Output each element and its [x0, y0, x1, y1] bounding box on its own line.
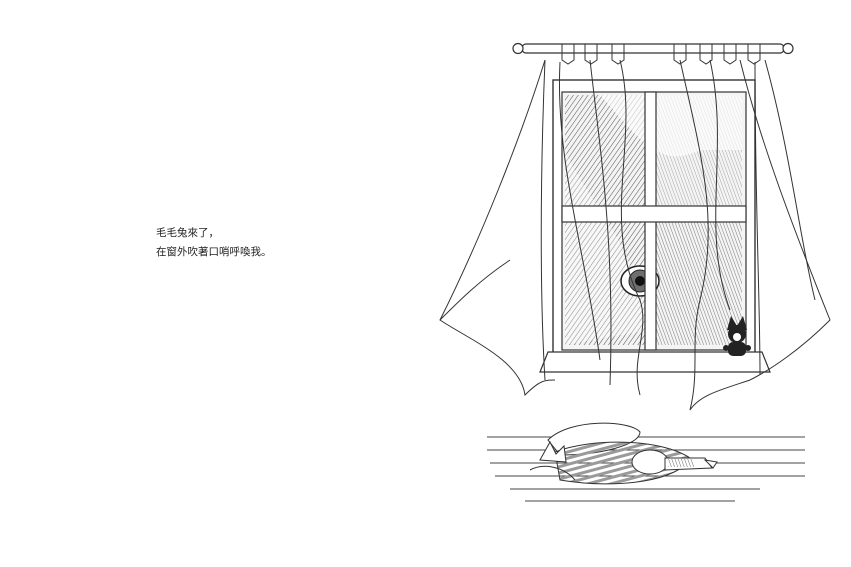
window-illustration [439, 42, 831, 502]
curtain-rod [512, 42, 794, 65]
story-line-2: 在窗外吹著口哨呼喚我。 [156, 246, 272, 258]
toy-figure [723, 316, 751, 356]
window-mullions [561, 91, 747, 351]
story-text: 毛毛兔來了， 在窗外吹著口哨呼喚我。 [156, 224, 272, 262]
window-sill [539, 351, 771, 373]
sleeping-child [529, 422, 718, 485]
curtains [439, 59, 831, 411]
story-line-1: 毛毛兔來了， [156, 227, 219, 239]
